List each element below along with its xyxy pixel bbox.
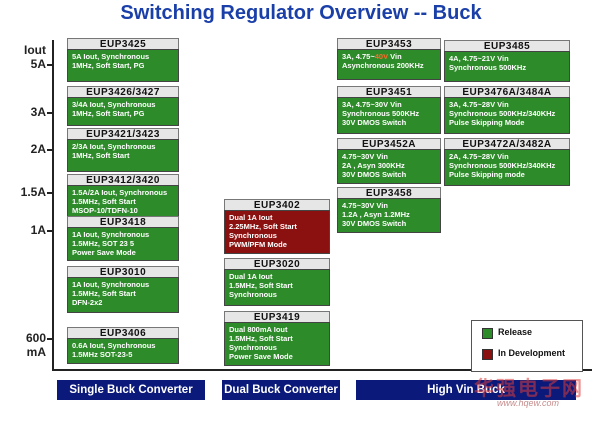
y-label-2a: 2A [30,142,46,156]
chip-description: 2A, 4.75~28V Vin Synchronous 500KHz/340K… [444,149,570,186]
chip-part-number: EUP3485 [444,40,570,52]
chip-description: 2/3A Iout, Synchronous 1MHz, Soft Start [67,139,179,172]
chip-eup3010: EUP3010 1A Iout, Synchronous 1.5MHz, Sof… [67,266,179,313]
chip-description: 3A, 4.75~30V Vin Synchronous 500KHz 30V … [337,97,441,134]
y-label-1-5a: 1.5A [20,185,46,199]
chip-description: 1A Iout, Synchronous 1.5MHz, Soft Start … [67,277,179,313]
chip-eup3421-3423: EUP3421/3423 2/3A Iout, Synchronous 1MHz… [67,128,179,172]
chip-part-number: EUP3418 [67,216,179,228]
chip-eup3458: EUP3458 4.75~30V Vin 1.2A , Asyn 1.2MHz … [337,187,441,233]
chip-eup3485: EUP3485 4A, 4.75~21V Vin Synchronous 500… [444,40,570,82]
category-high-vin-buck: High Vin Buck [356,380,576,400]
chip-description: 3/4A Iout, Synchronous 1MHz, Soft Start,… [67,97,179,126]
chip-part-number: EUP3402 [224,199,330,211]
chip-eup3412-3420: EUP3412/3420 1.5A/2A Iout, Synchronous 1… [67,174,179,217]
chip-eup3472a-3482a: EUP3472A/3482A 2A, 4.75~28V Vin Synchron… [444,138,570,186]
chip-eup3406: EUP3406 0.6A Iout, Synchronous 1.5MHz SO… [67,327,179,364]
chip-part-number: EUP3476A/3484A [444,86,570,98]
chip-part-number: EUP3010 [67,266,179,278]
x-axis-line [52,369,592,371]
chip-eup3419: EUP3419 Dual 800mA Iout 1.5MHz, Soft Sta… [224,311,330,366]
chip-eup3020: EUP3020 Dual 1A Iout 1.5MHz, Soft Start … [224,258,330,306]
chip-eup3476a-3484a: EUP3476A/3484A 3A, 4.75~28V Vin Synchron… [444,86,570,134]
chip-part-number: EUP3453 [337,38,441,50]
chip-eup3425: EUP3425 5A Iout, Synchronous 1MHz, Soft … [67,38,179,82]
chip-eup3418: EUP3418 1A Iout, Synchronous 1.5MHz, SOT… [67,216,179,261]
chip-description-highlight: 40V [374,52,389,61]
y-tick [47,338,53,340]
legend: Release In Development [471,320,583,372]
chip-description: Dual 1A Iout 2.25MHz, Soft Start Synchro… [224,210,330,254]
chip-description: 3A, 4.75~40V Vin Asynchronous 200KHz [337,49,441,80]
chip-description: 4.75~30V Vin 2A , Asyn 300KHz 30V DMOS S… [337,149,441,184]
chip-description: 5A Iout, Synchronous 1MHz, Soft Start, P… [67,49,179,82]
chip-description: 1A Iout, Synchronous 1.5MHz, SOT 23 5 Po… [67,227,179,261]
chip-part-number: EUP3452A [337,138,441,150]
chip-description-start: 3A, 4.75~ [342,52,375,61]
y-label-3a: 3A [30,105,46,119]
chip-description: 4.75~30V Vin 1.2A , Asyn 1.2MHz 30V DMOS… [337,198,441,233]
chip-part-number: EUP3451 [337,86,441,98]
y-label-ma: mA [26,345,46,359]
chip-description: 3A, 4.75~28V Vin Synchronous 500KHz/340K… [444,97,570,134]
legend-dev-swatch [482,349,493,360]
chip-part-number: EUP3426/3427 [67,86,179,98]
chip-part-number: EUP3412/3420 [67,174,179,186]
y-tick [47,192,53,194]
chip-eup3452a: EUP3452A 4.75~30V Vin 2A , Asyn 300KHz 3… [337,138,441,184]
y-label-1a: 1A [30,223,46,237]
chip-eup3453: EUP3453 3A, 4.75~40V Vin Asynchronous 20… [337,38,441,80]
chip-part-number: EUP3419 [224,311,330,323]
chip-description: 1.5A/2A Iout, Synchronous 1.5MHz, Soft S… [67,185,179,217]
chip-part-number: EUP3421/3423 [67,128,179,140]
chip-description: Dual 1A Iout 1.5MHz, Soft Start Synchron… [224,269,330,306]
chip-part-number: EUP3458 [337,187,441,199]
chip-part-number: EUP3472A/3482A [444,138,570,150]
chip-part-number: EUP3020 [224,258,330,270]
chip-part-number: EUP3406 [67,327,179,339]
category-dual-buck: Dual Buck Converter [222,380,340,400]
y-label-iout: Iout [24,43,46,57]
y-label-5a: 5A [30,57,46,71]
chip-part-number: EUP3425 [67,38,179,50]
chip-description: 0.6A Iout, Synchronous 1.5MHz SOT-23-5 [67,338,179,364]
chip-eup3402: EUP3402 Dual 1A Iout 2.25MHz, Soft Start… [224,199,330,254]
chip-eup3426-3427: EUP3426/3427 3/4A Iout, Synchronous 1MHz… [67,86,179,126]
y-axis-line [52,40,54,370]
chip-eup3451: EUP3451 3A, 4.75~30V Vin Synchronous 500… [337,86,441,134]
legend-release-label: Release [498,327,533,337]
category-single-buck: Single Buck Converter [57,380,205,400]
watermark-url: www.hqew.com [497,398,560,408]
y-tick [47,64,53,66]
legend-dev-label: In Development [498,348,566,358]
chip-description: 4A, 4.75~21V Vin Synchronous 500KHz [444,51,570,82]
legend-release-swatch [482,328,493,339]
y-label-600: 600 [25,331,46,345]
y-tick [47,149,53,151]
chip-description-end: Vin Asynchronous 200KHz [342,52,424,70]
page-title: Switching Regulator Overview -- Buck [120,2,482,24]
watermark-logo: 华强电子网 [474,376,584,400]
chip-description: Dual 800mA Iout 1.5MHz, Soft Start Synch… [224,322,330,366]
y-tick [47,112,53,114]
y-tick [47,230,53,232]
